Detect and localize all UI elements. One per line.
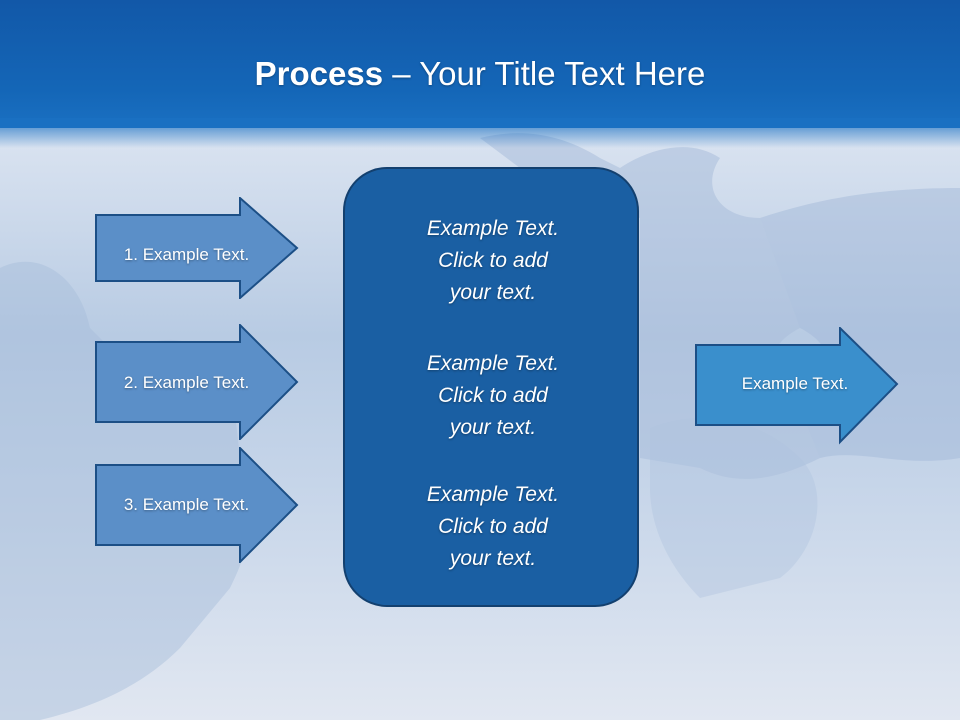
center-text-line: Click to add (438, 249, 548, 272)
center-text-block-3: Example Text. Click to add your text. (345, 479, 641, 575)
center-text-line: your text. (449, 281, 537, 304)
center-text-box[interactable]: Example Text. Click to add your text. Ex… (343, 167, 639, 607)
process-arrow-2[interactable]: 2. Example Text. (95, 324, 300, 440)
output-arrow-shape (695, 327, 899, 445)
process-arrow-3[interactable]: 3. Example Text. (95, 447, 300, 563)
arrow-shape-3 (95, 447, 299, 563)
center-text-line: Example Text. (426, 483, 560, 506)
slide-title-bold: Process (254, 55, 384, 92)
slide-title: Process – Your Title Text Here (0, 52, 960, 96)
center-text-line: your text. (449, 416, 537, 439)
process-arrow-1[interactable]: 1. Example Text. (95, 197, 300, 299)
center-text-line: Click to add (438, 384, 548, 407)
process-arrow-label-3: 3. Example Text. (123, 495, 250, 514)
slide-title-rest: – Your Title Text Here (383, 55, 706, 92)
output-arrow-label: Example Text. (741, 374, 849, 393)
center-text-line: Example Text. (426, 217, 560, 240)
title-bar-fade (0, 118, 960, 148)
arrow-shape-1 (95, 197, 299, 299)
center-text-block-2: Example Text. Click to add your text. (345, 348, 641, 444)
process-arrow-label-2: 2. Example Text. (123, 373, 250, 392)
title-bar (0, 0, 960, 128)
center-text-line: Example Text. (426, 352, 560, 375)
arrow-shape-2 (95, 324, 299, 440)
center-text-line: your text. (449, 547, 537, 570)
center-text-block-1: Example Text. Click to add your text. (345, 213, 641, 309)
center-text-line: Click to add (438, 515, 548, 538)
process-arrow-label-1: 1. Example Text. (123, 245, 250, 264)
output-arrow[interactable]: Example Text. (695, 327, 900, 445)
